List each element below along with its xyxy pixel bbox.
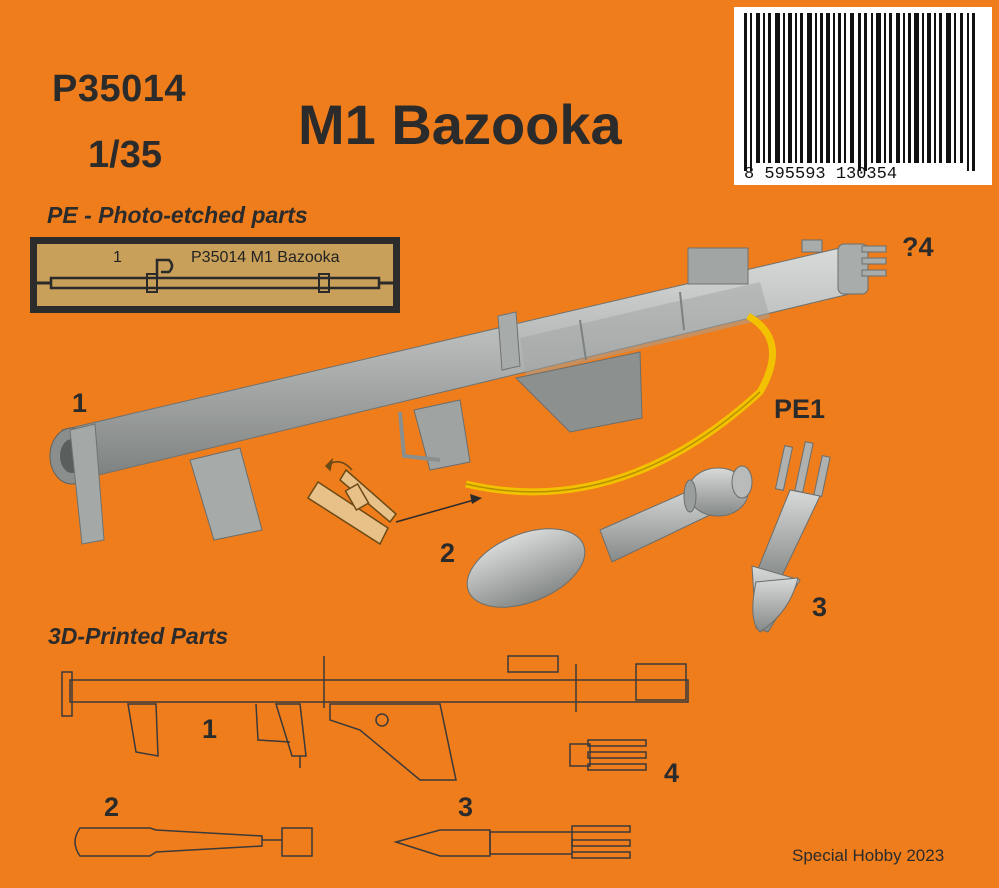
pe-strap-outline	[37, 258, 393, 293]
pe-fret-brass: 1 P35014 M1 Bazooka	[37, 244, 393, 306]
printed-label-part-2: 2	[104, 792, 120, 822]
muzzle-guard	[801, 239, 887, 295]
rocket-part-2	[466, 465, 753, 608]
render-label-part-3: 3	[812, 592, 828, 622]
render-label-part-2: 2	[440, 538, 456, 568]
pe-fret-label: P35014 M1 Bazooka	[191, 249, 340, 266]
pe-fret-number: 1	[113, 249, 122, 266]
strap-arrow	[395, 494, 482, 523]
barcode: 8 595593 130354	[734, 7, 992, 185]
render-label-part-4: ?4	[902, 232, 934, 262]
barcode-bars: 8 595593 130354	[744, 13, 975, 184]
brand-footer: Special Hobby 2023	[792, 846, 945, 865]
printed-label-part-3: 3	[458, 792, 474, 822]
rocket-part-3	[751, 441, 831, 633]
barcode-digits: 8 595593 130354	[744, 165, 897, 184]
printed-label-part-4: 4	[664, 758, 680, 788]
pe-fret: 1 P35014 M1 Bazooka	[30, 237, 400, 313]
render-label-part-1: 1	[72, 388, 88, 418]
product-scale: 1/35	[88, 134, 162, 176]
printed-section-heading: 3D-Printed Parts	[48, 623, 229, 649]
render-label-pe1: PE1	[774, 394, 826, 424]
line-drawing-launcher	[61, 655, 689, 781]
product-title: M1 Bazooka	[298, 93, 622, 156]
product-code: P35014	[52, 68, 187, 110]
line-drawing-rocket-3	[393, 825, 631, 859]
launcher-tube	[49, 247, 867, 545]
line-drawing-fins-4	[569, 739, 647, 771]
printed-label-part-1: 1	[202, 714, 218, 744]
line-drawing-rocket-2	[74, 827, 313, 857]
grips	[189, 351, 643, 541]
pe-section-heading: PE - Photo-etched parts	[47, 202, 308, 228]
strap-detail-inset	[306, 457, 398, 546]
